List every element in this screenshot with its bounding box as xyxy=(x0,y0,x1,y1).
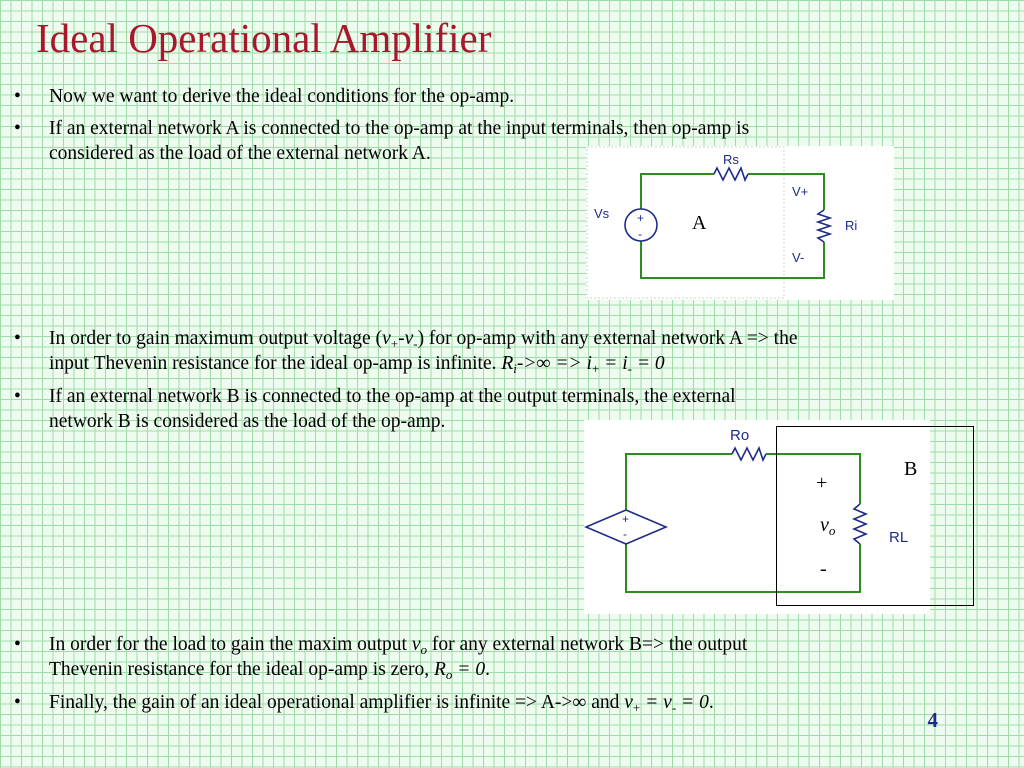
v-symbol: v xyxy=(624,692,633,713)
r-symbol: R xyxy=(433,659,446,680)
bullet-dot: • xyxy=(14,86,21,107)
zero-tail: = 0 xyxy=(676,692,709,713)
minus-sub: - xyxy=(413,336,418,351)
vo-plus-label: + xyxy=(816,472,828,494)
equals: = xyxy=(599,353,623,374)
bullet-1: • Now we want to derive the ideal condit… xyxy=(14,84,1014,109)
zero-tail: = 0 xyxy=(631,353,665,374)
bullet-6-text: Finally, the gain of an ideal operationa… xyxy=(49,692,625,713)
bullet-3-text-a: In order to gain maximum output voltage … xyxy=(49,328,383,349)
minus-sub: - xyxy=(627,361,632,376)
bullet-6: • Finally, the gain of an ideal operatio… xyxy=(14,690,1014,715)
source-plus: + xyxy=(622,512,629,526)
bullet-2-line-2: considered as the load of the external n… xyxy=(49,143,431,164)
bullet-dot: • xyxy=(14,634,21,655)
period: . xyxy=(708,692,714,713)
bullet-dot: • xyxy=(14,386,21,407)
v-symbol: v xyxy=(411,634,421,655)
circuit-a-diagram: + - Rs Vs V+ V- Ri xyxy=(586,146,894,300)
bullet-3: • In order to gain maximum output voltag… xyxy=(14,326,1014,376)
rl-resistor xyxy=(851,503,869,545)
minus-sub: - xyxy=(671,700,677,715)
vs-minus: - xyxy=(638,227,642,241)
rs-label: Rs xyxy=(723,152,739,167)
bullet-5: • In order for the load to gain the maxi… xyxy=(14,632,1014,682)
bullet-4-line-2: network B is considered as the load of t… xyxy=(49,411,446,432)
bullet-3-text-b: ) for op-amp with any external network A… xyxy=(417,328,798,349)
vs-source-icon xyxy=(624,208,658,242)
v-plus-label: V+ xyxy=(792,184,808,199)
bullet-5-text-b: for any external network B=> the output xyxy=(426,634,748,655)
circuit-a-wires xyxy=(640,173,825,279)
vo-label: vo xyxy=(820,514,836,538)
vs-label: Vs xyxy=(594,206,610,221)
bullet-4: • If an external network B is connected … xyxy=(14,384,1014,434)
ro-label: Ro xyxy=(730,427,749,444)
bullet-dot: • xyxy=(14,118,21,139)
bullet-dot: • xyxy=(14,328,21,349)
v-symbol: v xyxy=(663,692,672,713)
network-a-label: A xyxy=(692,212,707,234)
plus-sub: + xyxy=(632,700,641,715)
slide-title: Ideal Operational Amplifier xyxy=(36,15,492,61)
bullet-4-line-1: If an external network B is connected to… xyxy=(49,386,736,407)
r-symbol: R xyxy=(501,353,514,374)
o-sub: o xyxy=(445,667,453,682)
rl-label: RL xyxy=(889,529,908,546)
arrow-infinity: ->∞ => xyxy=(516,353,587,374)
vo-minus-label: - xyxy=(820,558,827,580)
dash: - xyxy=(398,328,405,349)
source-minus: - xyxy=(623,527,627,541)
plus-sub: + xyxy=(591,361,600,376)
bullet-3-text-c: input Thevenin resistance for the ideal … xyxy=(49,353,502,374)
i-symbol: i xyxy=(622,353,628,374)
plus-sub: + xyxy=(390,336,399,351)
bullet-2-line-1: If an external network A is connected to… xyxy=(49,118,750,139)
vs-plus: + xyxy=(637,211,644,225)
equals: = xyxy=(640,692,664,713)
circuit-b-wires xyxy=(625,453,861,593)
bullet-1-text: Now we want to derive the ideal conditio… xyxy=(49,86,515,107)
ri-label: Ri xyxy=(845,218,857,233)
ri-resistor xyxy=(815,209,833,243)
i-symbol: i xyxy=(586,353,592,374)
network-b-box xyxy=(776,426,974,606)
bullet-5-text-a: In order for the load to gain the maxim … xyxy=(49,634,412,655)
circuit-b-diagram: + - Ro RL xyxy=(583,420,930,614)
dependent-source-icon xyxy=(583,509,669,545)
v-symbol: v xyxy=(382,328,391,349)
v-minus-label: V- xyxy=(792,250,804,265)
zero-tail: = 0 xyxy=(452,659,486,680)
o-sub: o xyxy=(420,642,427,657)
bullet-2: • If an external network A is connected … xyxy=(14,116,1014,166)
page-number: 4 xyxy=(927,708,939,732)
network-b-label: B xyxy=(904,458,918,480)
circuit-a-svg: + - Rs Vs V+ V- Ri xyxy=(586,146,857,299)
v-symbol: v xyxy=(404,328,414,349)
bullet-dot: • xyxy=(14,692,21,713)
ro-resistor xyxy=(731,445,767,463)
bullet-5-text-c: Thevenin resistance for the ideal op-amp… xyxy=(49,659,434,680)
rs-resistor xyxy=(713,165,749,183)
i-sub: i xyxy=(513,361,517,376)
circuit-b-svg: + - Ro RL xyxy=(583,427,908,593)
period: . xyxy=(485,659,490,680)
